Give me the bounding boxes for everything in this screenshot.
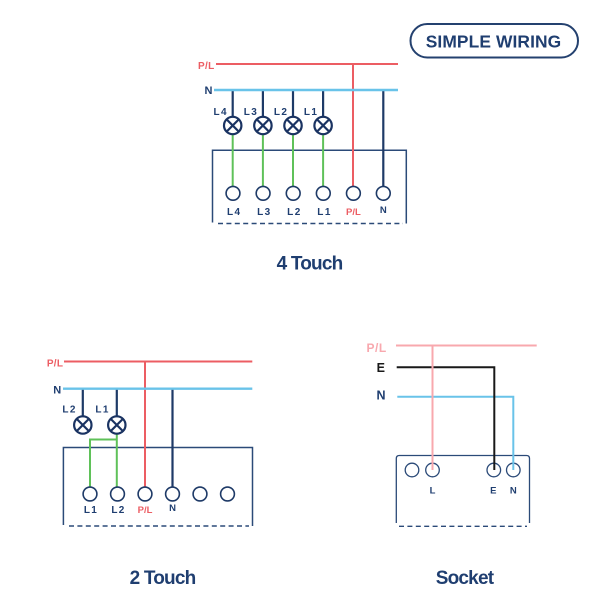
svg-text:L2: L2 — [111, 505, 125, 516]
svg-text:N: N — [169, 503, 176, 514]
svg-text:P/L: P/L — [47, 358, 63, 369]
svg-text:L2: L2 — [287, 207, 302, 218]
svg-text:L4: L4 — [214, 107, 228, 118]
svg-text:L2: L2 — [274, 107, 288, 118]
svg-text:N: N — [380, 205, 387, 216]
svg-text:L1: L1 — [95, 405, 109, 416]
svg-text:2 Touch: 2 Touch — [130, 568, 196, 589]
svg-text:L: L — [430, 486, 436, 497]
svg-text:SIMPLE WIRING: SIMPLE WIRING — [426, 32, 562, 52]
svg-text:P/L: P/L — [138, 505, 153, 516]
svg-text:E: E — [377, 361, 385, 375]
svg-text:N: N — [376, 389, 385, 403]
svg-text:4 Touch: 4 Touch — [277, 253, 343, 274]
svg-text:P/L: P/L — [198, 61, 214, 72]
svg-text:L3: L3 — [244, 107, 258, 118]
svg-text:Socket: Socket — [436, 568, 495, 589]
svg-text:L1: L1 — [304, 107, 318, 118]
svg-text:P/L: P/L — [367, 341, 387, 355]
svg-text:L3: L3 — [257, 207, 272, 218]
svg-text:N: N — [510, 486, 517, 497]
svg-text:L1: L1 — [317, 207, 332, 218]
svg-text:N: N — [53, 384, 61, 396]
svg-text:P/L: P/L — [346, 207, 361, 218]
svg-text:L2: L2 — [62, 405, 76, 416]
svg-text:E: E — [490, 486, 496, 497]
svg-text:L4: L4 — [227, 207, 242, 218]
svg-text:N: N — [205, 85, 213, 97]
svg-text:L1: L1 — [84, 505, 98, 516]
